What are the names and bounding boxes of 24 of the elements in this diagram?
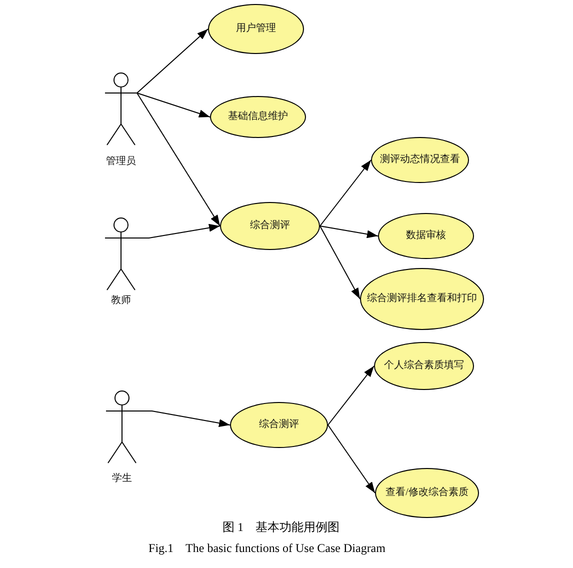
use-case-ellipse: 综合测评 [230,402,328,448]
arrow [136,92,210,118]
arrow [320,226,378,238]
use-case-ellipse: 测评动态情况查看 [371,137,469,183]
use-case-ellipse: 基础信息维护 [210,96,306,138]
arrow [138,410,230,427]
use-case-ellipse: 数据审核 [378,213,474,259]
arrow [136,28,208,94]
use-case-ellipse: 综合测评排名查看和打印 [360,268,484,330]
use-case-ellipse: 用户管理 [208,4,304,54]
actor-label: 教师 [111,295,131,307]
arrow [328,424,376,494]
arrow [320,226,360,300]
figure-caption: 图 1 基本功能用例图 [222,520,340,534]
use-case-ellipse: 综合测评 [220,202,320,250]
figure-caption: Fig.1 The basic functions of Use Case Diagram [148,541,386,555]
use-case-ellipse: 查看/修改综合素质 [375,468,479,518]
arrow [136,224,220,238]
use-case-ellipse: 个人综合素质填写 [374,342,474,390]
arrow [328,366,374,426]
arrow [136,92,220,226]
actor-label: 管理员 [106,156,136,168]
arrow [320,160,372,226]
actor-label: 学生 [112,473,132,485]
